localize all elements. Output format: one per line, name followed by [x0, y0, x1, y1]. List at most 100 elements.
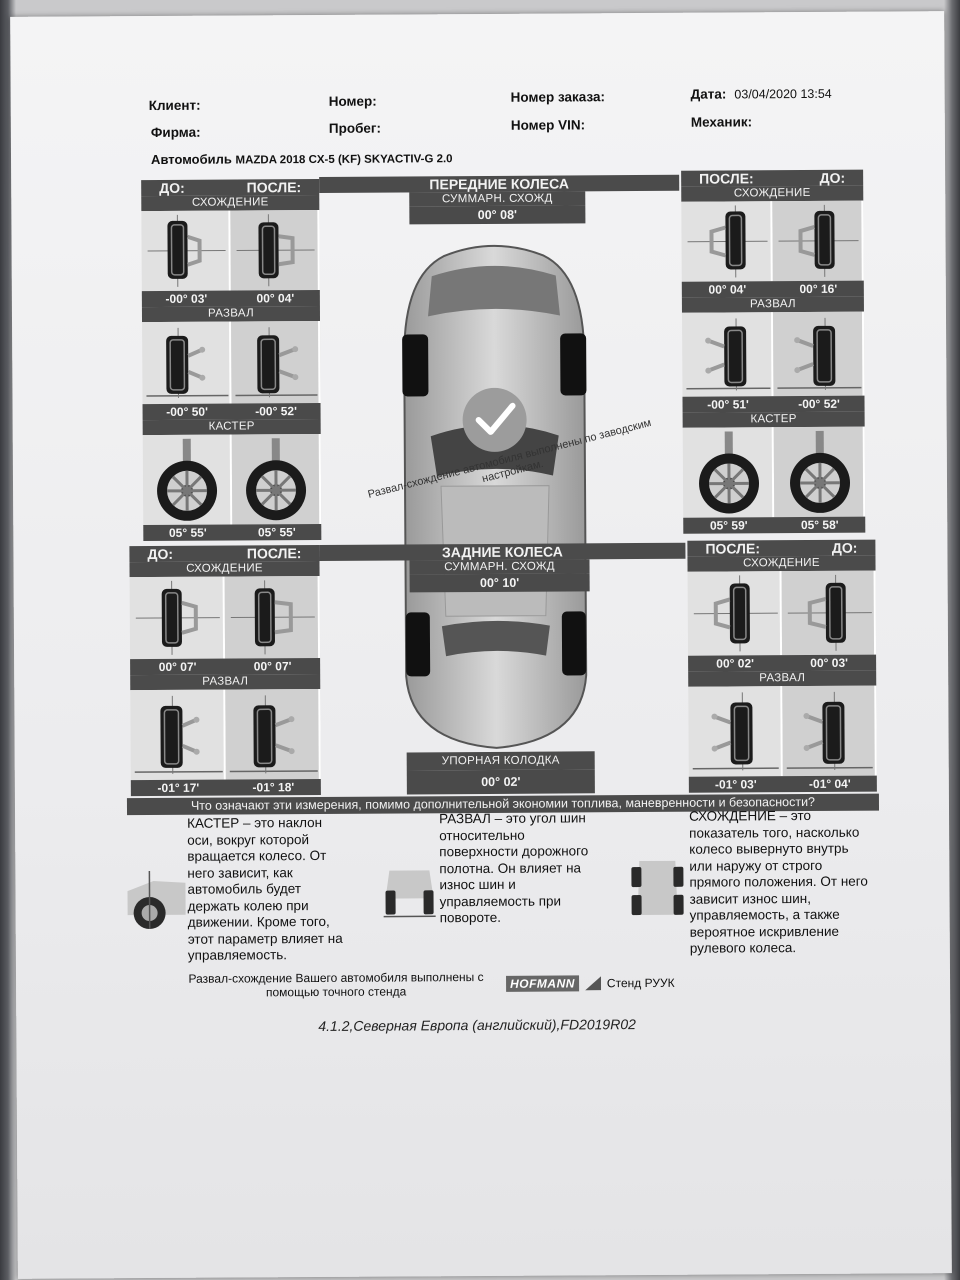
camber-wheel-icon — [686, 318, 771, 391]
camber-before-value: -00° 52' — [798, 396, 840, 412]
toe-after-value: 00° 02' — [716, 656, 755, 671]
front-right-camber-values: -00° 51' -00° 52' — [682, 395, 865, 413]
rear-wheels-title: ЗАДНИЕ КОЛЕСА — [319, 542, 686, 561]
toe-text-line: прямого положения. От него — [689, 873, 868, 890]
footer-line-2: помощью точного стенда — [265, 984, 407, 1000]
vehicle-label: Автомобиль — [150, 151, 232, 168]
caster-text-line: этот параметр влияет на — [187, 930, 343, 947]
camber-after-value: -01° 18' — [252, 780, 295, 795]
before-label: ДО: — [819, 169, 846, 186]
toe-text-line: рулевого колеса. — [689, 940, 797, 956]
date-label: Дата: — [690, 86, 727, 102]
toe-after-tile — [681, 201, 773, 282]
toe-after-value: 00° 07' — [253, 659, 292, 674]
front-left-before-after-bar: ДО: ПОСЛЕ: — [141, 178, 320, 197]
toe-text-line: зависит износ шин, — [689, 890, 812, 907]
caster-after-value: 05° 59' — [709, 518, 748, 533]
caster-text-line: движении. Кроме того, — [187, 913, 330, 930]
date-field: Дата: 03/04/2020 13:54 — [690, 86, 832, 102]
toe-after-tile — [230, 209, 320, 291]
caster-after-tile — [231, 433, 322, 525]
before-label: ДО: — [831, 539, 858, 556]
toe-after-value: 00° 04' — [708, 282, 747, 297]
camber-text-line: РАЗВАЛ – это угол шин — [439, 810, 586, 827]
brand-block: HOFMANN Стенд РУУК — [506, 975, 675, 992]
front-right-caster-title: КАСТЕР — [682, 411, 865, 428]
caster-explain-illustration — [123, 861, 187, 931]
rear-left-toe-values: 00° 07' 00° 07' — [130, 657, 321, 676]
toe-text-line: управляемость, а также — [689, 906, 840, 923]
front-left-camber-title: РАЗВАЛ — [141, 305, 321, 323]
company-label: Фирма: — [150, 124, 201, 141]
toe-wheel-icon — [236, 214, 315, 287]
toe-wheel-icon — [787, 574, 872, 651]
thrust-angle-label: УПОРНАЯ КОЛОДКА — [406, 751, 595, 771]
software-version: 4.1.2,Северная Европа (английский),FD201… — [318, 1016, 636, 1035]
front-left-toe-tiles — [141, 209, 320, 292]
toe-before-tile — [141, 210, 231, 292]
front-left-toe-values: -00° 03' 00° 04' — [141, 289, 320, 308]
toe-wheel-icon — [135, 580, 220, 655]
front-left-camber-values: -00° 50' -00° 52' — [142, 402, 321, 421]
toe-before-tile — [129, 576, 226, 660]
rear-left-toe-tiles — [129, 575, 321, 660]
toe-text-line: СХОЖДЕНИЕ – это — [689, 807, 812, 824]
caster-text-line: вращается колесо. От — [187, 847, 327, 864]
after-label: ПОСЛЕ: — [705, 540, 761, 557]
caster-wheel-icon — [246, 438, 307, 521]
number-label: Номер: — [328, 93, 377, 109]
after-label: ПОСЛЕ: — [246, 545, 302, 562]
camber-before-tile — [130, 689, 226, 781]
front-left-caster-values: 05° 55' 05° 55' — [143, 523, 322, 542]
toe-text-line: вероятное искривление — [689, 923, 840, 940]
caster-before-value: 05° 58' — [800, 517, 839, 533]
camber-text-line: повороте. — [439, 909, 502, 926]
caster-wheel-icon — [699, 431, 760, 514]
front-right-camber-title: РАЗВАЛ — [681, 296, 864, 313]
camber-before-tile — [142, 321, 232, 405]
toe-wheel-icon — [147, 214, 226, 287]
camber-wheel-icon — [777, 317, 862, 390]
caster-text-line: держать колею при — [187, 897, 309, 914]
alignment-report-sheet: Клиент: Номер: Номер заказа: Дата:03/04/… — [10, 11, 952, 1279]
car-top-icon — [631, 860, 684, 916]
camber-explain-illustration — [381, 854, 437, 924]
toe-after-tile — [224, 575, 321, 659]
caster-before-tile — [773, 426, 866, 518]
camber-before-value: -01° 04' — [808, 776, 851, 791]
date-value: 03/04/2020 13:54 — [734, 86, 832, 102]
rear-left-before-after-bar: ДО: ПОСЛЕ: — [129, 544, 320, 563]
toe-explanation: СХОЖДЕНИЕ – это показатель того, насколь… — [689, 807, 896, 957]
rear-right-after-before-bar: ПОСЛЕ: ДО: — [687, 539, 876, 557]
front-wheels-title: ПЕРЕДНИЕ КОЛЕСА — [319, 174, 680, 193]
caster-wheel-icon — [157, 438, 218, 521]
rear-right-camber-tiles — [688, 685, 877, 777]
camber-after-tile — [688, 686, 783, 777]
stand-name: Стенд РУУК — [606, 975, 675, 991]
front-left-caster-title: КАСТЕР — [142, 418, 321, 436]
camber-text-line: относительно — [439, 827, 525, 843]
toe-text-line: или наружу от строго — [689, 857, 823, 874]
footer-line-1: Развал-схождение Вашего автомобиля выпол… — [188, 969, 484, 986]
rear-total-toe-label: СУММАРН. СХОЖД — [409, 559, 590, 575]
front-right-after-before-bar: ПОСЛЕ: ДО: — [681, 169, 864, 187]
camber-after-value: -00° 52' — [255, 404, 297, 419]
toe-before-value: -00° 03' — [165, 291, 208, 306]
camber-wheel-icon — [235, 327, 318, 398]
front-total-toe-label: СУММАРН. СХОЖД — [409, 191, 586, 207]
before-label: ДО: — [147, 545, 174, 563]
toe-wheel-icon — [693, 575, 778, 652]
toe-before-value: 00° 16' — [799, 281, 838, 297]
rear-left-camber-tiles — [130, 688, 321, 781]
camber-text-line: управляемость при — [439, 893, 562, 909]
hofmann-logo: HOFMANN — [506, 975, 579, 992]
camber-before-value: -00° 50' — [166, 404, 208, 419]
vehicle-value: MAZDA 2018 CX-5 (KF) SKYACTIV-G 2.0 — [235, 153, 453, 167]
camber-wheel-icon — [134, 695, 223, 774]
rear-right-toe-title: СХОЖДЕНИЕ — [687, 555, 876, 572]
rear-left-toe-title: СХОЖДЕНИЕ — [129, 560, 320, 578]
rear-right-toe-tiles — [687, 570, 877, 656]
camber-before-tile — [772, 311, 865, 397]
front-left-toe-title: СХОЖДЕНИЕ — [141, 194, 320, 212]
camber-before-value: -01° 17' — [157, 780, 200, 795]
